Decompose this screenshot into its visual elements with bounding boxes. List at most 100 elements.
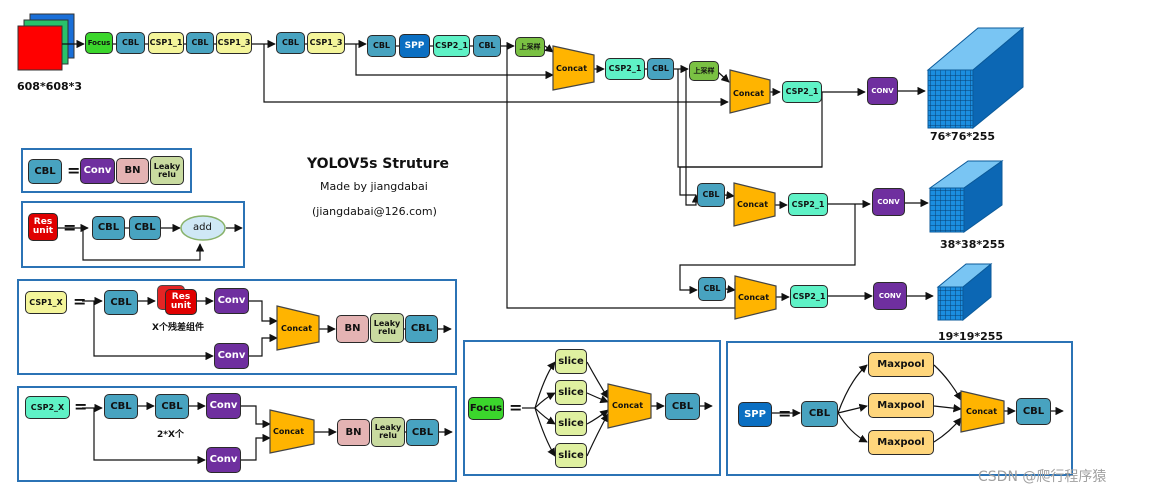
output-cube-small [936,262,993,322]
cbl-block: CBL [92,216,125,240]
spp-block: SPP [399,34,430,58]
cbl-block: CBL [698,277,726,301]
cbl-block: CBL [155,394,189,419]
upsample-block: 上采样 [689,61,719,81]
legend-csp2-panel [17,386,457,482]
conv-block: Conv [214,288,249,314]
maxpool-block: Maxpool [868,352,934,377]
input-image-icon [17,13,75,71]
input-size-label: 608*608*3 [17,80,83,93]
focus-block: Focus [85,32,113,54]
output-cube-medium [928,160,1004,233]
csp2-1-block: CSP2_1 [788,193,828,216]
slice-block: slice [555,443,587,468]
equals-sign: = [73,292,87,311]
bn-block: BN [336,315,369,343]
legend-csp1-x-block: CSP1_X [25,291,67,314]
cbl-block: CBL [647,58,674,80]
legend-csp2-x-block: CSP2_X [25,396,70,419]
concat-label: Concat [738,293,770,302]
cbl-block: CBL [367,35,396,57]
concat-label: Concat [273,427,305,436]
concat-shape-csp1 [276,305,320,351]
legend-focus-panel [463,340,721,476]
maxpool-block: Maxpool [868,393,934,418]
concat-shape-1 [552,45,595,91]
conv-block: Conv [206,447,241,473]
output-size-medium: 38*38*255 [940,238,1006,251]
legend-csp1-panel [17,279,457,375]
email-line: (jiangdabai@126.com) [312,205,437,218]
conv-block: CONV [872,188,905,216]
maxpool-block: Maxpool [868,430,934,455]
concat-shape-2 [729,69,771,114]
legend-focus-block: Focus [468,397,504,420]
csp2-1-block: CSP2_1 [605,58,645,80]
slice-block: slice [555,411,587,436]
cbl-block: CBL [1016,398,1051,425]
cbl-block: CBL [697,183,725,207]
cbl-block: CBL [665,393,700,420]
legend-cbl-block: CBL [28,159,62,184]
legend-res-unit-panel [21,201,245,268]
concat-shape-csp2 [269,409,315,454]
csp1-3-block: CSP1_3 [307,32,345,54]
csp1-3-block: CSP1_3 [216,32,252,54]
watermark-text: CSDN @爬行程序猿 [978,469,1107,485]
diagram-title: YOLOV5s Struture [307,156,449,172]
slice-block: slice [555,349,587,374]
conv-block: CONV [867,77,898,105]
cbl-block: CBL [186,32,214,54]
conv-block: Conv [206,393,241,419]
conv-block: CONV [873,282,907,310]
concat-shape-focus [607,383,652,429]
cbl-block: CBL [276,32,305,54]
add-node [180,215,226,241]
concat-label: Concat [556,64,588,73]
equals-sign: = [74,397,88,416]
legend-spp-panel [726,341,1073,476]
legend-conv-block: Conv [80,158,115,184]
concat-label: Concat [281,324,313,333]
add-label: add [193,222,212,233]
x-res-units-label: X个残差组件 [152,323,204,333]
cbl-block: CBL [801,401,838,427]
author-line: Made by jiangdabai [320,180,428,193]
conv-block: Conv [214,343,249,369]
cbl-block: CBL [473,35,501,57]
csp1-1-block: CSP1_1 [148,32,184,54]
equals-sign: = [509,398,523,417]
output-cube-large [926,26,1025,130]
csp2-1-block: CSP2_1 [433,35,470,57]
concat-shape-4 [734,275,777,320]
concat-shape-3 [733,182,776,227]
cbl-block: CBL [406,419,439,446]
output-size-small: 19*19*255 [938,330,1004,343]
concat-label: Concat [966,407,998,416]
cbl-block: CBL [405,315,438,343]
concat-label: Concat [612,401,644,410]
concat-label: Concat [733,89,765,98]
legend-bn-block: BN [116,158,149,184]
csp2-1-block: CSP2_1 [790,285,828,308]
legend-cbl-panel [21,148,192,193]
upsample-block: 上采样 [515,37,545,57]
legend-spp-block: SPP [738,402,772,427]
slice-block: slice [555,380,587,405]
equals-sign: = [63,218,77,237]
cbl-block: CBL [104,290,138,315]
csp2-1-block: CSP2_1 [782,81,822,103]
concat-label: Concat [737,200,769,209]
equals-sign: = [778,404,792,423]
concat-shape-spp [960,390,1005,433]
bn-block: BN [337,419,370,446]
cbl-block: CBL [129,216,161,240]
cbl-block: CBL [104,394,138,419]
